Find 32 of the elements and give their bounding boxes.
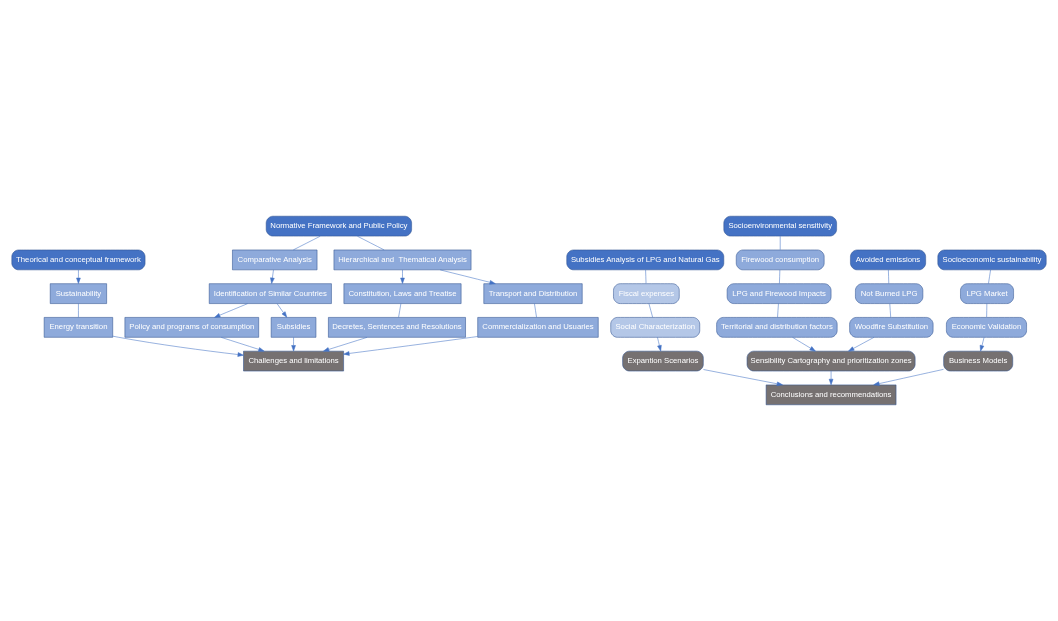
arrow bbox=[220, 337, 265, 352]
arrow bbox=[848, 337, 875, 352]
connector bbox=[78, 303, 79, 318]
connector bbox=[777, 303, 779, 318]
arrow bbox=[873, 369, 944, 386]
connector bbox=[645, 269, 647, 284]
connector bbox=[988, 269, 991, 284]
arrow bbox=[703, 369, 783, 386]
connector bbox=[986, 303, 988, 318]
arrow bbox=[214, 303, 248, 318]
arrow bbox=[400, 269, 405, 284]
connector bbox=[888, 269, 890, 284]
arrow bbox=[276, 303, 288, 318]
arrow bbox=[112, 335, 244, 357]
connector bbox=[398, 303, 402, 318]
connector bbox=[648, 303, 653, 318]
arrow bbox=[76, 269, 81, 284]
connector bbox=[779, 235, 781, 251]
arrow bbox=[792, 337, 816, 352]
arrow bbox=[828, 370, 834, 386]
connector bbox=[534, 303, 537, 318]
arrow bbox=[270, 269, 275, 284]
arrow bbox=[323, 337, 368, 352]
connector bbox=[357, 235, 385, 251]
arrow bbox=[343, 336, 478, 356]
arrow bbox=[657, 337, 662, 352]
arrow bbox=[979, 337, 985, 352]
connector bbox=[889, 303, 891, 318]
arrow bbox=[291, 337, 296, 352]
connector bbox=[293, 235, 321, 251]
arrow bbox=[439, 269, 496, 285]
connector bbox=[779, 269, 781, 284]
